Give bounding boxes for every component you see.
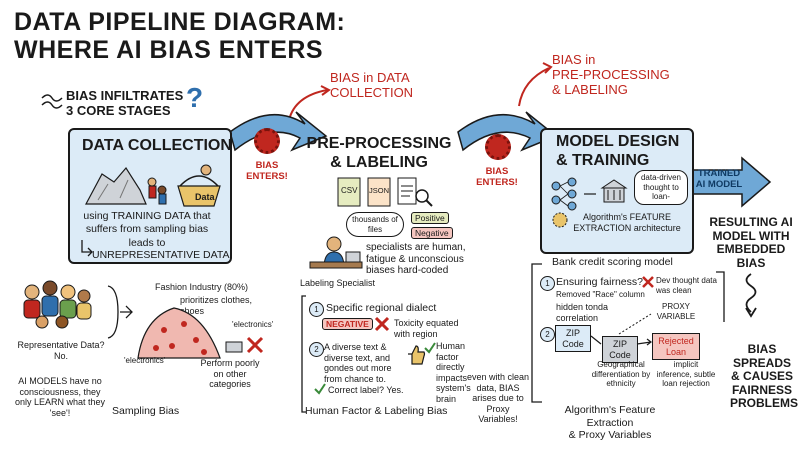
dev-cross-icon xyxy=(642,276,654,288)
bank-step-2-badge: 2 xyxy=(540,327,555,342)
algorithm-proxy-footer: Algorithm's Feature Extraction & Proxy V… xyxy=(564,404,656,441)
people-group-icon xyxy=(23,280,92,329)
title-line-1: DATA PIPELINE DIAGRAM: xyxy=(14,8,346,36)
perform-poorly-label: Perform poorly on other categories xyxy=(200,358,260,389)
electronics-label-1: 'electronics' xyxy=(232,320,274,329)
cross-icon xyxy=(374,316,390,332)
implicit-inference-label: implicit inference, subtle loan rejectio… xyxy=(656,360,716,388)
rejected-loan-box[interactable]: Rejected Loan xyxy=(652,333,700,360)
labeling-specialist-label: Labeling Specialist xyxy=(300,278,376,288)
proxy-flow-arrows xyxy=(590,313,652,346)
thousands-of-files-cloud: thousands of files xyxy=(346,212,404,237)
human-factor-bracket xyxy=(301,295,306,413)
regional-dialect-label: Specific regional dialect xyxy=(326,302,437,314)
question-mark-icon: ? xyxy=(186,82,204,113)
file-icons xyxy=(337,177,433,207)
bank-credit-label: Bank credit scoring model xyxy=(552,256,673,268)
correct-label-text: Correct label? Yes. xyxy=(328,385,404,395)
representative-data-question: Representative Data? No. xyxy=(17,340,105,361)
page-title: DATA PIPELINE DIAGRAM: WHERE AI BIAS ENT… xyxy=(14,8,345,64)
bank-step-1-badge: 1 xyxy=(540,276,555,291)
data-driven-thought-bubble: data-driven thought to loan- xyxy=(634,170,688,205)
removed-race-label: Removed "Race" column xyxy=(556,290,645,299)
callout-collection: BIAS in DATA COLLECTION xyxy=(330,70,414,100)
data-pile-icon xyxy=(85,164,221,207)
zip-code-box-2[interactable]: ZIP Code xyxy=(602,336,638,363)
specialists-note: specialists are human, fatigue & unconsc… xyxy=(366,242,466,276)
json-file-label: JSON xyxy=(369,186,390,195)
human-factor-footer: Human Factor & Labeling Bias xyxy=(305,405,448,417)
prioritizes-label: prioritizes clothes, shoes xyxy=(180,295,253,316)
data-collection-title: DATA COLLECTION xyxy=(82,137,232,154)
leads-to-label: leads to xyxy=(128,237,166,249)
check-icon xyxy=(424,342,436,354)
negative-tag: Negative xyxy=(411,227,453,239)
zip-code-box-1[interactable]: ZIP Code xyxy=(555,325,591,352)
unrepresentative-data-label: UNREPRESENTATIVE DATA xyxy=(92,249,230,261)
callout-arrow-collection-icon xyxy=(288,85,331,121)
negative-label-tag: NEGATIVE xyxy=(322,318,373,330)
ai-models-note: AI MODELS have no consciousness, they on… xyxy=(14,376,106,418)
bracket-icon xyxy=(107,285,133,339)
ensuring-fairness-label: Ensuring fairness? xyxy=(556,276,643,288)
callout-arrow-preprocessing-icon xyxy=(518,62,553,107)
hidden-correlation-label: hidden tonda correlation xyxy=(556,302,609,323)
intro-text: BIAS INFILTRATES 3 CORE STAGES xyxy=(66,88,184,118)
electronics-rejected-icon xyxy=(225,336,264,354)
model-architecture-icon xyxy=(551,177,628,228)
leads-arrow-icon xyxy=(81,240,93,257)
proxy-variable-label: PROXY VARIABLE xyxy=(656,302,696,321)
fashion-industry-label: Fashion Industry (80%) xyxy=(155,282,249,292)
dev-thought-label: Dev thought data was clean xyxy=(656,276,717,295)
squiggle-down-arrow-icon xyxy=(745,273,757,318)
labeling-specialist-icon xyxy=(309,236,363,269)
trained-model-label: TRAINED AI MODEL xyxy=(695,168,743,190)
intro-squiggle-icon xyxy=(41,94,63,109)
bias-enters-label-1: BIAS ENTERS! xyxy=(246,160,288,182)
resulting-ai-model-label: RESULTING AI MODEL WITH EMBEDDED BIAS xyxy=(709,215,793,270)
bias-enters-label-2: BIAS ENTERS! xyxy=(476,166,518,188)
thumbs-up-icon xyxy=(408,345,426,365)
step-2-badge: 2 xyxy=(309,342,324,357)
bank-model-bracket xyxy=(531,263,725,403)
arrow-trained-model xyxy=(689,156,772,208)
proxy-variables-note: even with clean data, BIAS arises due to… xyxy=(466,372,530,424)
diverse-text-label: A diverse text & diverse text, and gonde… xyxy=(324,342,392,384)
csv-file-label: CSV xyxy=(341,186,358,195)
electronics-label-2: 'electronics' xyxy=(124,356,166,365)
step-1-badge: 1 xyxy=(309,302,324,317)
algorithm-architecture-label: Algorithm's FEATURE EXTRACTION architect… xyxy=(573,212,681,233)
callout-preprocessing: BIAS in PRE-PROCESSING & LABELING xyxy=(552,52,670,97)
title-line-2: WHERE AI BIAS ENTERS xyxy=(14,36,324,64)
correct-check-icon xyxy=(314,383,326,395)
bias-gear-icon-1 xyxy=(254,128,280,154)
positive-tag: Positive xyxy=(411,212,449,224)
sampling-bias-footer: Sampling Bias xyxy=(112,405,180,417)
human-factor-note: Human factor directly impacts system's b… xyxy=(436,341,471,404)
bias-spreads-label: BIAS SPREADS & CAUSES FAIRNESS PROBLEMS xyxy=(730,342,799,410)
fashion-pile-icon xyxy=(137,307,221,359)
preprocessing-title: PRE-PROCESSING & LABELING xyxy=(306,135,452,171)
collection-description: using TRAINING DATA that suffers from sa… xyxy=(83,210,211,235)
bias-gear-icon-2 xyxy=(485,134,511,160)
model-design-title: MODEL DESIGN & TRAINING xyxy=(556,133,680,169)
basket-data-label: Data xyxy=(195,192,215,202)
toxicity-label: Toxicity equated with region xyxy=(394,318,459,339)
geographical-label: Geographical differentiation by ethnicit… xyxy=(591,360,651,388)
